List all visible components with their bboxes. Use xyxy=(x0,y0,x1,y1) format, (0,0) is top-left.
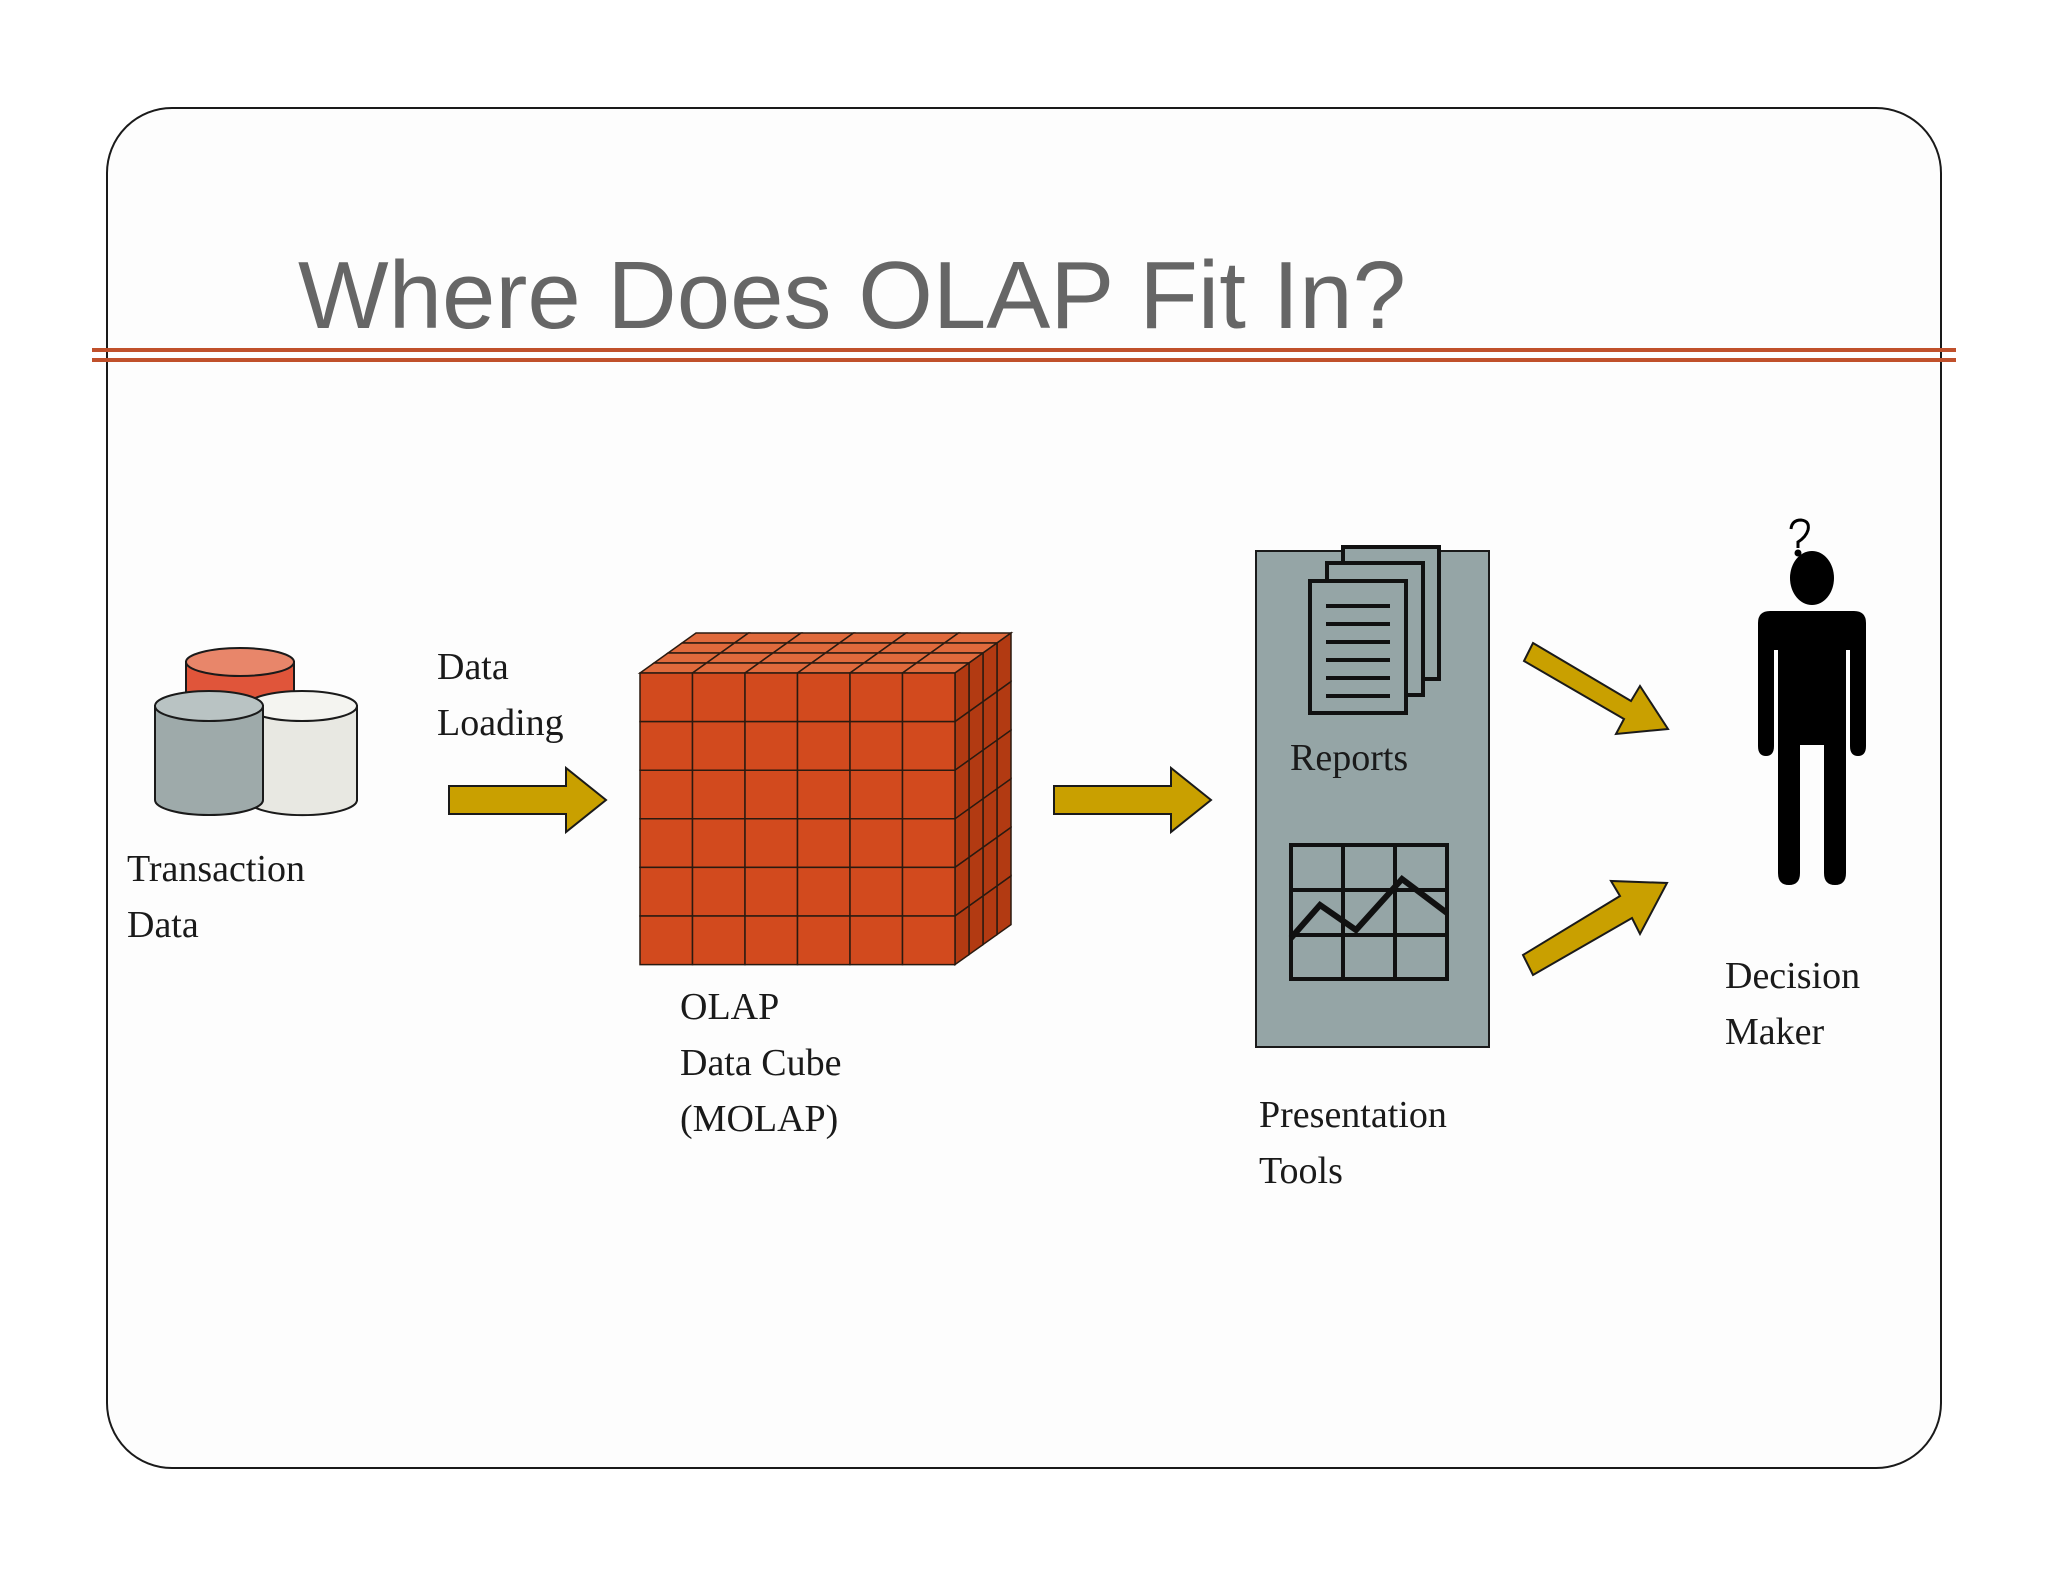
cube-front-cell xyxy=(796,818,851,869)
documents-icon xyxy=(1308,545,1441,715)
cube-front-cell xyxy=(639,915,694,966)
cube-front-cell xyxy=(901,915,956,966)
cube-front-cell xyxy=(691,672,746,723)
cube-side-cell xyxy=(982,884,998,947)
cube-front-cell xyxy=(639,720,694,771)
label-reports: Reports xyxy=(1290,737,1409,779)
label-transaction-data: Transaction Data xyxy=(127,841,305,953)
cube-front-cell xyxy=(744,818,799,869)
cube-front-cell xyxy=(639,818,694,869)
arrow-diagonal-up-icon xyxy=(1521,879,1669,977)
label-line: Maker xyxy=(1725,1011,1825,1053)
label-line: OLAP xyxy=(680,986,780,1028)
cylinder-white xyxy=(246,690,358,817)
cube-front-cell xyxy=(796,866,851,917)
cube-front-cell xyxy=(691,915,746,966)
label-line: Decision xyxy=(1725,955,1861,997)
cube-front-cell xyxy=(744,672,799,723)
cube-front-cell xyxy=(744,866,799,917)
label-line: Loading xyxy=(437,702,564,744)
cube-front-cell xyxy=(639,769,694,820)
cube-front-cell xyxy=(901,866,956,917)
cube-front-cell xyxy=(901,769,956,820)
label-line: Presentation xyxy=(1259,1094,1447,1136)
cube-front-cell xyxy=(849,866,904,917)
cube-front-cell xyxy=(691,818,746,869)
cube-front-cell xyxy=(796,672,851,723)
label-line: Transaction xyxy=(127,848,306,890)
line-chart-icon xyxy=(1288,843,1449,981)
title-rule-top xyxy=(92,348,1956,352)
cube-front-cell xyxy=(639,866,694,917)
label-line: Tools xyxy=(1259,1150,1343,1192)
cube-front-cell xyxy=(796,915,851,966)
label-line: Data xyxy=(437,646,509,688)
cube-front-cell xyxy=(901,672,956,723)
database-cylinders-icon xyxy=(154,647,358,817)
slide-title: Where Does OLAP Fit In? xyxy=(298,242,1407,349)
cube-front-cell xyxy=(796,720,851,771)
title-rule-bottom xyxy=(92,358,1956,362)
cube-front-cell xyxy=(744,720,799,771)
cube-front-cell xyxy=(901,720,956,771)
cube-front-cell xyxy=(901,818,956,869)
cube-side-cell xyxy=(996,874,1012,937)
label-line: Data Cube xyxy=(680,1042,842,1084)
arrow-right-icon xyxy=(448,765,608,835)
cylinder-gray xyxy=(154,690,264,816)
cube-front-cell xyxy=(796,769,851,820)
cube-front-cell xyxy=(691,866,746,917)
cube-front-cell xyxy=(639,672,694,723)
label-line: (MOLAP) xyxy=(680,1098,839,1140)
label-data-loading: Data Loading xyxy=(437,639,564,751)
cube-side-cell xyxy=(968,894,984,957)
cube-front-cell xyxy=(691,769,746,820)
label-line: Data xyxy=(127,904,199,946)
label-olap-cube: OLAP Data Cube (MOLAP) xyxy=(680,979,841,1147)
arrow-right-icon xyxy=(1053,765,1213,835)
cube-front-cell xyxy=(849,769,904,820)
arrow-diagonal-down-icon xyxy=(1522,641,1670,736)
cube-front-cell xyxy=(744,769,799,820)
person-icon xyxy=(1758,551,1866,885)
cube-front-cell xyxy=(849,720,904,771)
olap-cube-icon xyxy=(637,631,1014,967)
cube-front-cell xyxy=(849,818,904,869)
slide-frame xyxy=(106,107,1942,1469)
cube-side-cell xyxy=(954,904,970,967)
cube-front-cell xyxy=(691,720,746,771)
cube-front-cell xyxy=(744,915,799,966)
cube-front-cell xyxy=(849,672,904,723)
cube-front-cell xyxy=(849,915,904,966)
question-mark-icon xyxy=(1789,518,1810,557)
label-decision-maker: Decision Maker xyxy=(1725,948,1860,1060)
label-presentation-tools: Presentation Tools xyxy=(1259,1087,1447,1199)
